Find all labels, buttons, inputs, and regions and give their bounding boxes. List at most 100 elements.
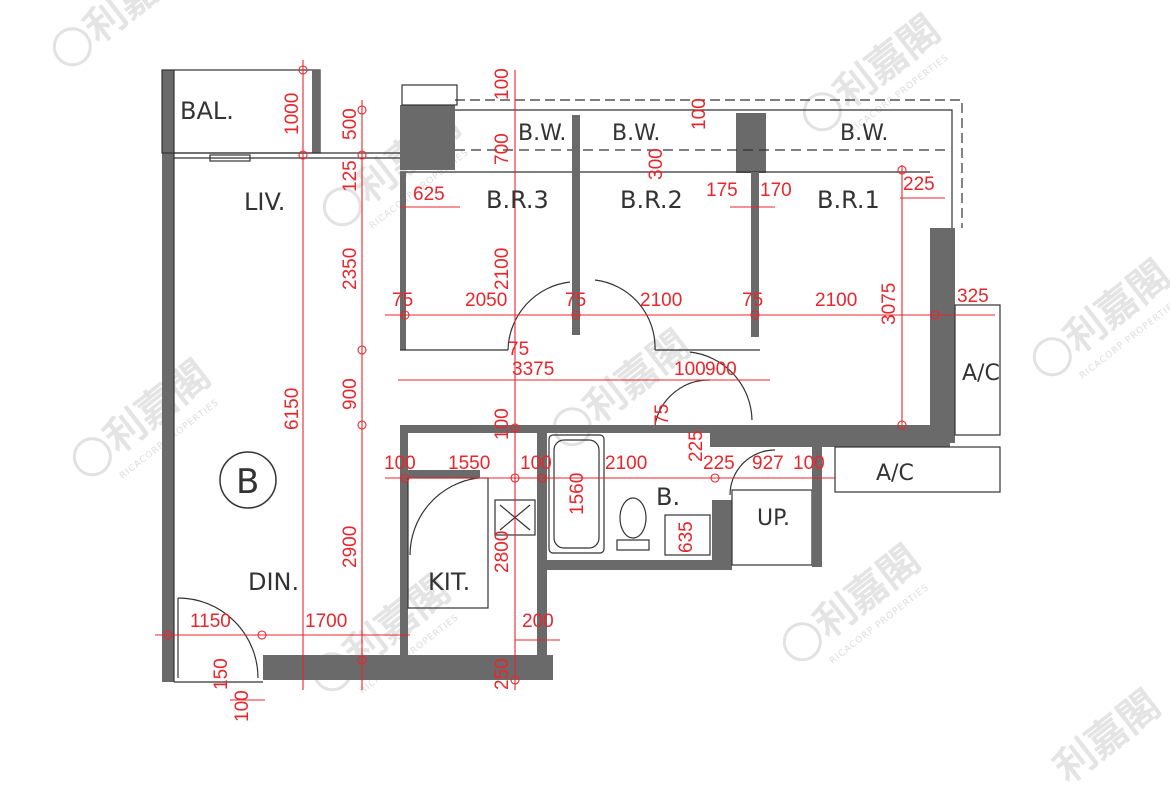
room-label-utility-platform: UP.	[757, 506, 790, 531]
room-label-bay-window-1: B.W.	[840, 121, 888, 146]
wall-bottom	[263, 655, 553, 680]
dim-label: 125	[340, 160, 361, 192]
room-label-bedroom-1: B.R.1	[817, 186, 880, 214]
unit-circle	[219, 451, 277, 509]
room-label-dining: DIN.	[248, 568, 299, 596]
wall-kitchen-right	[537, 425, 547, 655]
dim-label: 75	[652, 404, 673, 425]
dim-marker	[298, 150, 308, 160]
room-label-bay-window-2: B.W.	[612, 121, 660, 146]
dimension-lines	[155, 60, 995, 701]
dim-label: 100	[232, 690, 253, 722]
dim-label: 2100	[605, 453, 647, 474]
dim-label: 927	[752, 453, 784, 474]
dim-label: 150	[211, 658, 232, 690]
wall-br3-br2	[572, 115, 580, 335]
dim-marker	[357, 150, 367, 160]
dim-label: 225	[686, 430, 707, 462]
dim-label: 2800	[492, 531, 513, 573]
dim-marker	[357, 420, 367, 430]
wall-kitchen-top	[400, 425, 545, 433]
dim-label: 2100	[492, 248, 513, 290]
watermark-text: 利嘉閣	[1045, 681, 1168, 785]
dim-label: 225	[703, 453, 735, 474]
dim-marker	[357, 655, 367, 665]
wall-kitchen-left	[400, 425, 408, 655]
dim-marker	[930, 310, 940, 320]
watermark-logo: 利嘉閣	[52, 0, 199, 67]
ac-upper-outline	[954, 304, 1001, 436]
dim-label: 625	[413, 184, 445, 205]
planter	[401, 84, 458, 106]
br2-door-swing	[594, 279, 656, 351]
dim-marker	[257, 630, 267, 640]
dim-label: 1000	[282, 93, 303, 135]
wall-br3-top-left	[400, 105, 455, 170]
wall-bath-top	[537, 425, 717, 433]
wall-kitchen-mid	[400, 470, 480, 478]
dim-label: 100	[793, 453, 825, 474]
wall-balcony-right	[312, 70, 320, 153]
bay-window-outline	[455, 109, 953, 228]
dim-marker	[357, 345, 367, 355]
dim-marker	[897, 165, 907, 175]
dim-marker	[537, 473, 547, 483]
dim-label: 900	[705, 359, 737, 380]
dim-marker	[298, 65, 308, 75]
room-label-balcony: BAL.	[180, 97, 234, 125]
br3-door-swing	[507, 281, 571, 351]
wall-up-right	[812, 447, 822, 567]
dim-label: 2050	[465, 290, 507, 311]
bath-door-swing	[654, 379, 711, 426]
dim-marker	[510, 473, 520, 483]
dim-marker	[163, 630, 173, 640]
dim-marker	[750, 310, 760, 320]
wall-bath-bottom	[537, 560, 717, 570]
room-label-living: LIV.	[244, 188, 285, 216]
dim-label: 100	[674, 359, 706, 380]
dim-label: 100	[384, 453, 416, 474]
room-label-bay-window-3: B.W.	[518, 121, 566, 146]
room-label-ac-upper: A/C	[962, 361, 1000, 386]
dim-marker	[571, 310, 581, 320]
dim-label: 900	[340, 378, 361, 410]
dim-label: 100	[520, 453, 552, 474]
up-door-swing	[729, 449, 776, 496]
ac-lower-outline	[834, 446, 1001, 493]
dim-label: 75	[565, 290, 586, 311]
walls	[161, 69, 1001, 683]
bathtub-inner	[553, 439, 600, 549]
sliding-door	[209, 154, 251, 162]
br1-door-swing	[689, 351, 753, 421]
dim-label: 635	[676, 521, 697, 553]
dim-label: 3375	[512, 359, 554, 380]
dim-label: 225	[903, 174, 935, 195]
dim-marker	[400, 310, 410, 320]
dim-label: 6150	[282, 388, 303, 430]
bathtub	[548, 434, 605, 554]
watermark-logo: 利嘉閣	[1045, 681, 1168, 785]
dim-label: 250	[492, 658, 513, 690]
kitchen-door-swing	[409, 477, 479, 556]
watermark-text: 利嘉閣	[75, 0, 198, 52]
dim-label: 75	[742, 290, 763, 311]
entry-door-swing	[177, 597, 259, 679]
dim-label: 1700	[305, 611, 347, 632]
bay-window-outline	[455, 99, 963, 228]
wall-bath-right	[712, 500, 732, 570]
dim-label: 100	[492, 68, 513, 100]
dim-label: 100	[492, 408, 513, 440]
dim-label: 200	[522, 611, 554, 632]
dim-marker	[357, 105, 367, 115]
wall-left	[162, 70, 174, 682]
dim-label: 500	[340, 108, 361, 140]
wall-br2-br1	[751, 172, 759, 337]
unit-marker: B	[219, 451, 277, 509]
dim-label: 170	[760, 180, 792, 201]
dim-marker	[510, 675, 520, 685]
dim-label: 100	[689, 98, 710, 130]
dim-marker	[400, 473, 410, 483]
watermark-logo: 利嘉閣 RICACORP PROPERTIES	[1032, 251, 1170, 381]
wall-br1-bottom	[710, 425, 950, 447]
